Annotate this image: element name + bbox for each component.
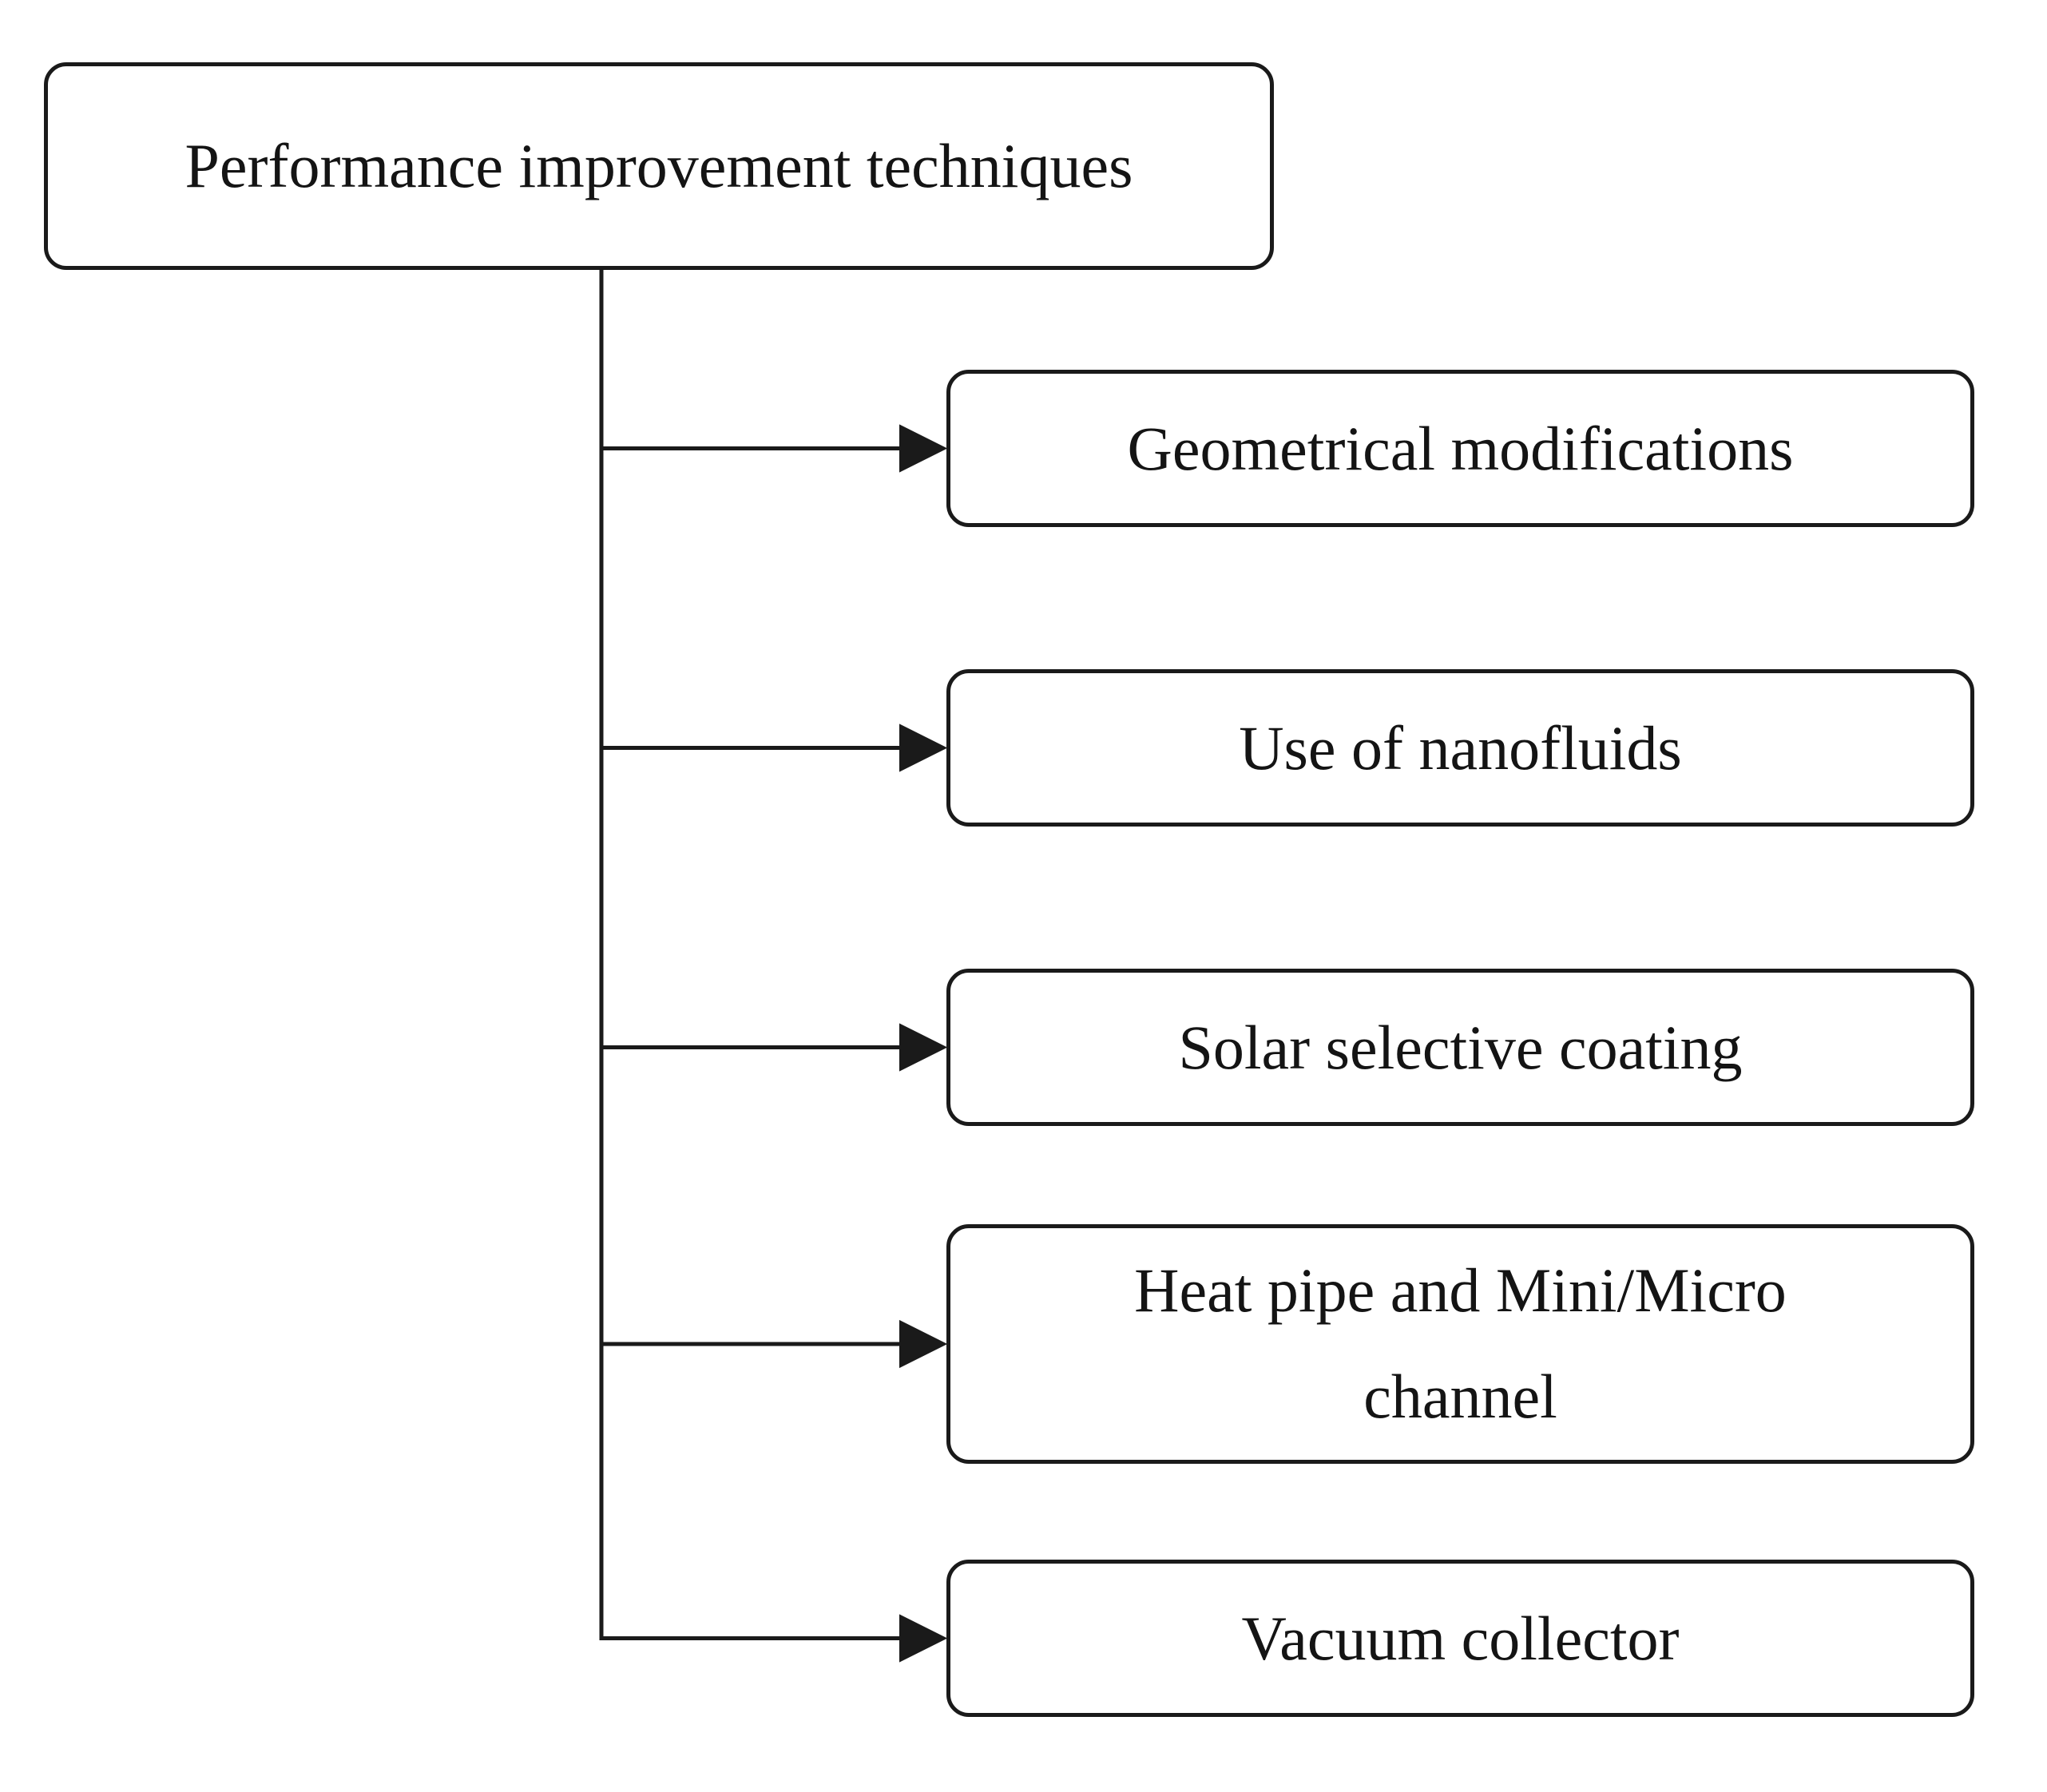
arrowhead-icon <box>899 724 948 772</box>
node-vacuum-collector: Vacuum collector <box>946 1560 1974 1717</box>
node-label: Heat pipe and Mini/Micro channel <box>1134 1255 1787 1431</box>
node-label: Geometrical modifications <box>1127 413 1794 483</box>
arrowhead-icon <box>899 1319 948 1369</box>
node-performance-improvement-techniques: Performance improvement techniques <box>44 62 1274 270</box>
node-label: Vacuum collector <box>1241 1603 1680 1673</box>
arrowhead-icon <box>899 424 948 473</box>
root-node-label: Performance improvement techniques <box>184 131 1133 201</box>
node-heat-pipe-mini-micro-channel: Heat pipe and Mini/Micro channel <box>946 1224 1974 1464</box>
node-use-of-nanofluids: Use of nanofluids <box>946 669 1974 827</box>
node-label: Use of nanofluids <box>1239 712 1682 783</box>
arrowhead-icon <box>899 1023 948 1072</box>
node-solar-selective-coating: Solar selective coating <box>946 969 1974 1126</box>
node-geometrical-modifications: Geometrical modifications <box>946 370 1974 527</box>
node-label: Solar selective coating <box>1178 1012 1743 1082</box>
arrowhead-icon <box>899 1614 948 1663</box>
